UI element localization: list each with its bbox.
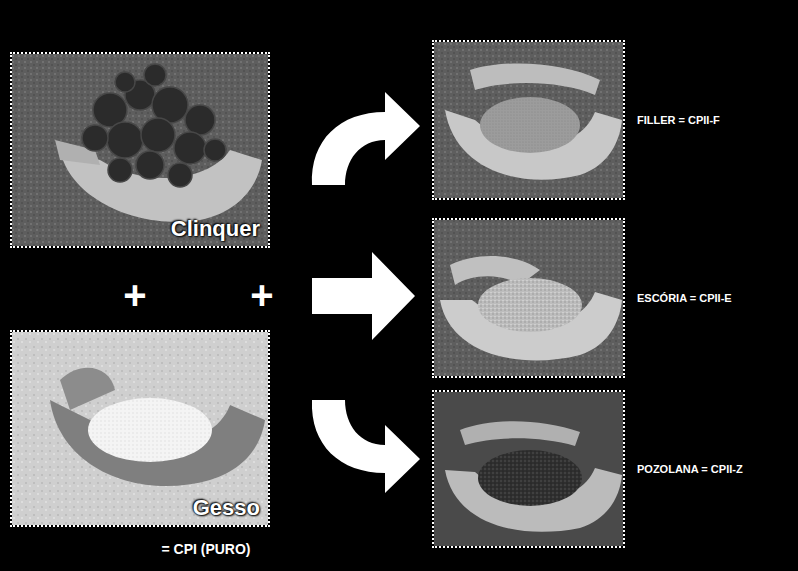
photo-frame	[432, 390, 625, 548]
curved-arrow	[312, 92, 420, 185]
cement-type: POZOLANA = CPII-Z	[637, 463, 743, 475]
material-box: POZOLANA = CPII-Z	[432, 390, 790, 548]
material-box: FILLER = CPII-F	[432, 40, 790, 200]
photo-box: Gesso	[10, 330, 270, 527]
photo-frame	[432, 40, 625, 200]
filler-photo	[434, 42, 623, 198]
plus-sign: +	[123, 275, 146, 315]
slag-photo	[434, 220, 623, 376]
photo-frame	[432, 218, 625, 378]
cement-type: FILLER = CPII-F	[637, 114, 720, 126]
material-name: Gesso	[193, 495, 260, 521]
straight-arrow	[312, 252, 415, 340]
pozzolan-photo	[434, 392, 623, 546]
photo-box: Clinquer	[10, 52, 270, 248]
gypsum-photo	[12, 332, 268, 525]
material-box: ESCÓRIA = CPII-E	[432, 218, 790, 378]
cement-type: ESCÓRIA = CPII-E	[637, 292, 732, 304]
curved-arrow	[312, 400, 420, 493]
result-label: = CPI (PURO)	[161, 542, 250, 556]
clinker-photo	[12, 54, 268, 246]
plus-sign: +	[250, 275, 273, 315]
material-name: Clinquer	[171, 216, 260, 242]
